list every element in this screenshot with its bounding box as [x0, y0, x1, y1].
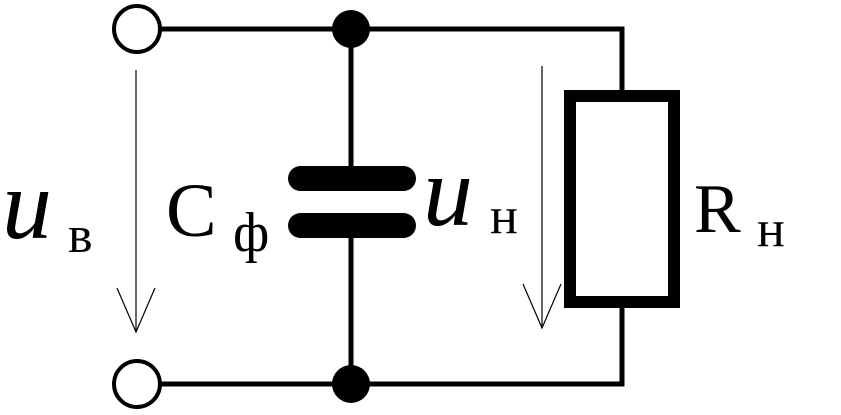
junction-node-top	[332, 10, 370, 48]
junction-node-bottom	[332, 365, 370, 403]
capacitor-label: C ф	[166, 169, 269, 264]
capacitor-upper-plate	[288, 166, 416, 191]
capacitor-subscript: ф	[233, 202, 269, 264]
input-voltage-arrow	[116, 70, 156, 334]
load-voltage-symbol: u	[423, 136, 473, 247]
input-terminal-bottom	[112, 359, 162, 409]
load-voltage-label: u н	[423, 136, 518, 247]
input-voltage-label: u в	[2, 149, 93, 264]
load-voltage-arrow	[522, 66, 562, 330]
resistor-symbol: R	[694, 171, 741, 248]
load-voltage-subscript: н	[490, 188, 518, 245]
resistor-label: R н	[694, 171, 785, 258]
resistor-subscript: н	[757, 201, 785, 258]
capacitor-symbol: C	[166, 169, 217, 253]
capacitor-lower-plate	[288, 213, 416, 238]
input-voltage-subscript: в	[68, 207, 93, 264]
input-terminal-top	[112, 4, 162, 54]
input-voltage-symbol: u	[2, 149, 52, 260]
resistor-body	[564, 90, 680, 308]
